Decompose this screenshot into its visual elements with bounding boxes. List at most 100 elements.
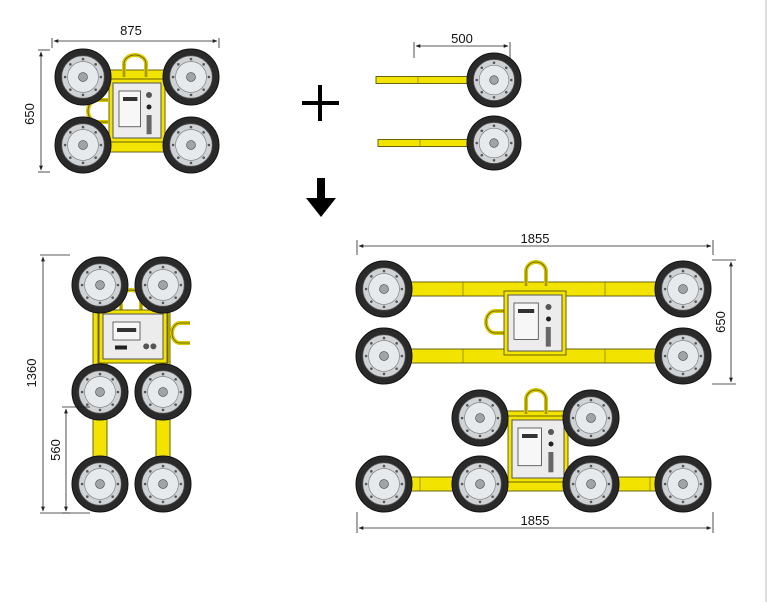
pad-bolt [370, 495, 373, 498]
pad-bolt [81, 57, 85, 61]
dimension-500: 500 [413, 31, 511, 58]
pad-bolt [189, 161, 193, 165]
pad-bolt [496, 416, 500, 420]
panel-strip [522, 434, 538, 438]
dimension-560: 560 [48, 406, 90, 514]
pad-bolt [466, 404, 469, 407]
pad-bolt [571, 482, 575, 486]
extension-arms-view [375, 52, 522, 171]
pad-bolt [480, 153, 484, 157]
pad-bolt [174, 296, 177, 299]
pad-bolt [492, 124, 496, 128]
pad-bolt [496, 482, 500, 486]
pad-bolt [69, 131, 72, 134]
pad-bolt [577, 495, 580, 498]
pad-bolt [98, 301, 102, 305]
plus-icon [302, 85, 339, 121]
pad-bolt [491, 470, 494, 473]
pad-bolt [475, 141, 479, 145]
pad-hub [78, 72, 88, 82]
pad-hub [379, 284, 389, 294]
pad-bolt [370, 367, 373, 370]
pad-bolt [111, 403, 114, 406]
pad-bolt [370, 300, 373, 303]
pad-hub [475, 413, 485, 423]
pad-bolt [395, 342, 398, 345]
pad-bolt [694, 300, 697, 303]
panel-strip [117, 328, 137, 332]
dimension-1855-bottom: 1855 [356, 512, 714, 533]
pad-bolt [370, 342, 373, 345]
pad-bolt [504, 129, 508, 133]
pad-bolt [607, 482, 611, 486]
pad-bolt [149, 495, 152, 498]
lifting-eye-edge [525, 389, 547, 414]
pad-bolt [492, 95, 496, 99]
pad-bolt [589, 398, 593, 402]
pad-hub [186, 140, 196, 150]
pad-bolt [69, 88, 72, 91]
pad-bolt [577, 429, 580, 432]
pad-bolt [98, 265, 102, 269]
side-handle-edge [171, 322, 190, 344]
pad-bolt [480, 129, 484, 133]
pad-bolt [382, 464, 386, 468]
suction-pad-wheel [355, 260, 413, 318]
display-panel [517, 427, 542, 467]
pad-bolt [602, 495, 605, 498]
pad-bolt [669, 342, 672, 345]
lifting-eye-edge [123, 54, 147, 77]
pad-bolt [694, 367, 697, 370]
suction-pad-wheel [654, 327, 712, 385]
lifting-eye-edge [525, 261, 547, 286]
pad-bolt [161, 301, 165, 305]
suction-pad-wheel [654, 455, 712, 513]
pad-bolt [681, 336, 685, 340]
pad-bolt [681, 305, 685, 309]
dimension-label-650-left: 650 [22, 103, 37, 125]
suction-pad-wheel [654, 260, 712, 318]
control-unit [108, 78, 166, 143]
pad-bolt [694, 342, 697, 345]
gauge [545, 304, 552, 310]
pad-bolt [382, 500, 386, 504]
pad-bolt [111, 470, 114, 473]
pad-bolt [81, 161, 85, 165]
panel-strip [123, 97, 138, 101]
pad-bolt [177, 63, 180, 66]
suction-pad-wheel [451, 455, 509, 513]
suction-pad-wheel [562, 455, 620, 513]
pad-bolt [86, 470, 89, 473]
suction-pad-wheel [466, 115, 522, 171]
arrow-down-icon [306, 178, 336, 217]
pad-hub [379, 479, 389, 489]
pad-bolt [98, 500, 102, 504]
pad-bolt [179, 390, 183, 394]
pad-bolt [179, 482, 183, 486]
pad-bolt [492, 61, 496, 65]
pad-bolt [681, 269, 685, 273]
pad-bolt [179, 283, 183, 287]
pad-bolt [94, 131, 97, 134]
pad-bolt [69, 156, 72, 159]
display-panel [513, 302, 539, 340]
pad-bolt [63, 75, 67, 79]
pad-hub [379, 351, 389, 361]
pad-hub [678, 479, 688, 489]
pad-bolt [669, 495, 672, 498]
control-unit [503, 290, 567, 356]
pad-bolt [589, 464, 593, 468]
pad-bolt [602, 429, 605, 432]
pad-bolt [174, 271, 177, 274]
pad-bolt [492, 158, 496, 162]
pad-bolt [161, 500, 165, 504]
base-unit-view [54, 48, 220, 174]
dimension-label-650-right: 650 [713, 311, 728, 333]
pad-bolt [504, 153, 508, 157]
pad-bolt [370, 275, 373, 278]
valve [545, 327, 551, 347]
pad-bolt [86, 271, 89, 274]
pad-bolt [202, 63, 205, 66]
pad-bolt [460, 482, 464, 486]
